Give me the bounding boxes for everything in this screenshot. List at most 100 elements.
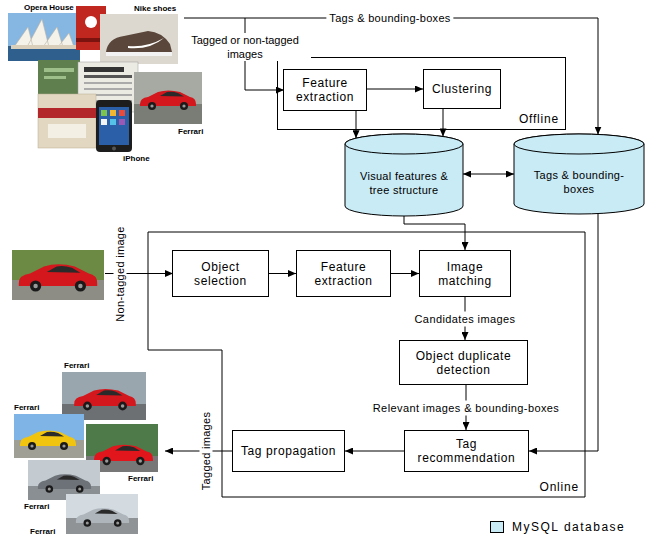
cylinder-body <box>514 134 644 214</box>
node-text: Tag recommendation <box>410 437 523 465</box>
photo-water <box>8 46 80 61</box>
legend: MySQL database <box>490 520 625 534</box>
connector-arrow <box>404 216 465 250</box>
car-picture <box>38 474 91 493</box>
car-picture <box>74 389 136 410</box>
flow-label: Tags & bounding-boxes <box>326 12 453 25</box>
database-cylinder: Visual features & tree structure <box>345 134 463 216</box>
connector-arrow <box>356 111 357 138</box>
node-text: Visual features & tree structure <box>359 169 449 197</box>
region-border <box>148 232 585 497</box>
photo-caption: Ferrari <box>64 361 89 370</box>
process-box: Feature extraction <box>296 250 391 297</box>
photo <box>62 372 146 420</box>
result-photos <box>14 372 158 534</box>
photo <box>66 494 138 534</box>
cylinder-top <box>514 134 644 154</box>
newspaper-line <box>84 75 132 78</box>
process-box: Tag propagation <box>232 430 345 472</box>
phone-icon <box>110 110 116 116</box>
process-box: Object selection <box>172 250 269 297</box>
phone-icon <box>119 119 125 125</box>
car-picture <box>140 91 196 111</box>
legend-swatch <box>490 521 504 533</box>
shoe-sole <box>106 52 172 56</box>
text-frame: Image matching <box>425 260 505 288</box>
text-frame: Feature extraction <box>289 75 361 105</box>
photo-caption: Ferrari <box>128 474 153 483</box>
edge-label: Candidates images <box>412 311 519 326</box>
photo <box>100 14 178 64</box>
car-picture <box>20 431 76 451</box>
photo <box>134 72 202 124</box>
process-box: Clustering <box>423 69 501 109</box>
region-label: Offline <box>519 112 559 126</box>
photo-detail <box>44 68 74 72</box>
phone-icon <box>101 119 107 125</box>
text-frame: Tags & bounding-boxes <box>519 154 639 209</box>
phone-icon <box>101 110 107 116</box>
connector-arrow <box>529 214 598 451</box>
online-region: Online Object selection Feature extraction… <box>148 232 585 497</box>
region-label: Online <box>540 480 580 494</box>
photo-caption: Ferrari <box>178 127 203 136</box>
text-frame: Object selection <box>178 260 263 288</box>
node-text: Object duplicate detection <box>405 349 522 377</box>
shoe-swoosh <box>128 38 164 48</box>
legend-text: MySQL database <box>512 520 625 534</box>
connector-arrow <box>269 273 296 274</box>
text-frame: Object duplicate detection <box>405 346 522 379</box>
text-frame: Tags & bounding-boxes <box>519 168 639 196</box>
text-frame: Visual features & tree structure <box>350 154 458 211</box>
opera-shells <box>14 19 74 47</box>
node-text: Object selection <box>178 260 263 288</box>
flow-label: Tagged images <box>200 409 213 494</box>
legend-item: MySQL database <box>490 520 625 534</box>
node-text: Feature extraction <box>302 260 385 288</box>
text-frame: Feature extraction <box>302 260 385 288</box>
photo-caption: Ferrari <box>30 527 55 536</box>
newspaper-headline <box>84 67 124 72</box>
photo-detail <box>44 76 66 79</box>
connector-arrow <box>391 273 419 274</box>
text-frame: Object duplicate detection <box>405 349 522 377</box>
book-logo <box>85 16 97 28</box>
photo-ground <box>134 104 202 124</box>
newspaper-line <box>84 88 132 90</box>
text-frame: Visual features & tree structure <box>359 169 449 197</box>
phone-body <box>96 100 132 152</box>
connector-arrow <box>367 89 423 90</box>
connector-arrow <box>345 451 404 452</box>
connector-arrow <box>463 174 514 175</box>
phone-screen <box>99 107 129 145</box>
process-box: Feature extraction <box>283 69 367 111</box>
opera-base <box>11 45 77 49</box>
car-picture <box>94 445 153 465</box>
photo-caption: iPhone <box>123 154 150 163</box>
car-picture <box>19 264 97 291</box>
database-cylinder: Tags & bounding-boxes <box>514 134 644 214</box>
node-text: Image matching <box>425 260 505 288</box>
text-frame: Clustering <box>432 82 492 96</box>
process-box: Image matching <box>419 250 511 297</box>
box-band <box>38 108 96 118</box>
phone-button <box>112 147 116 151</box>
phone-icon <box>119 110 125 116</box>
connector-arrow <box>443 109 444 136</box>
text-frame: Clustering <box>429 75 495 103</box>
photo-caption: Ferrari <box>24 502 49 511</box>
phone-icon <box>110 119 116 125</box>
shoe <box>106 31 172 52</box>
flow-label: Tagged or non-tagged images <box>179 33 311 61</box>
process-box: Tag recommendation <box>404 430 529 472</box>
query-photo <box>12 250 104 300</box>
text-frame: Tag recommendation <box>410 436 523 466</box>
node-text: Feature extraction <box>289 76 361 104</box>
box-label <box>48 124 86 138</box>
newspaper-line <box>84 82 132 84</box>
photo <box>14 414 84 458</box>
node-text: Tag propagation <box>241 444 336 458</box>
offline-region: Offline Feature extraction Clustering <box>277 57 566 130</box>
edge-label: Relevant images & bounding-boxes <box>370 400 562 415</box>
text-frame: Tag propagation <box>241 444 336 458</box>
